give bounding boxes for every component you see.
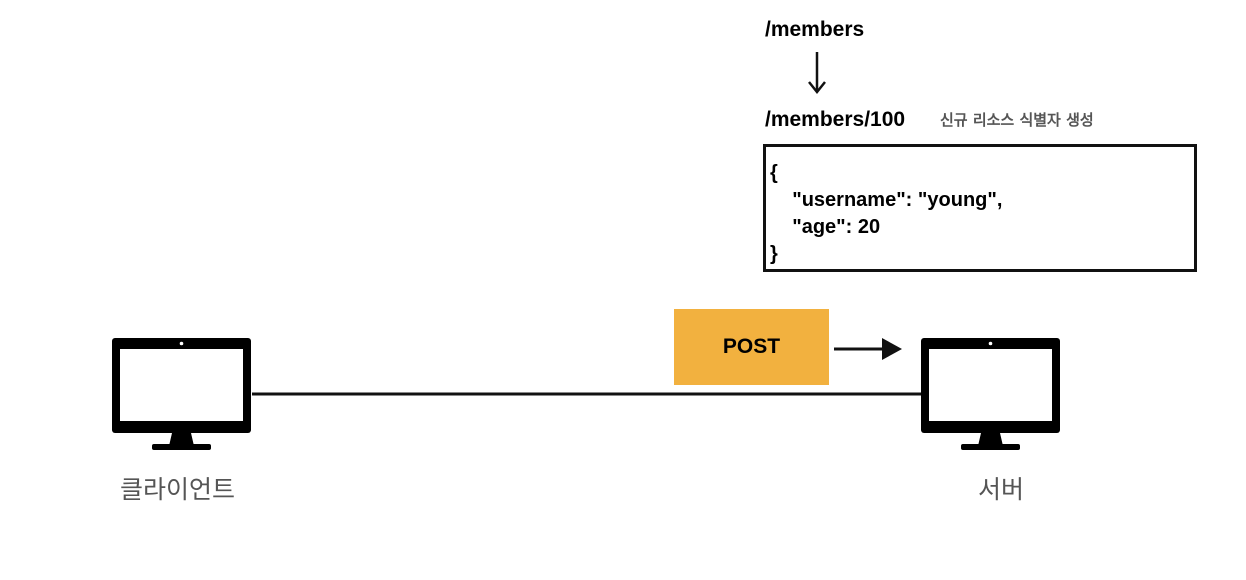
monitor-icon xyxy=(112,338,251,450)
request-body-box: { "username": "young", "age": 20 } xyxy=(763,144,1197,272)
body-line: "age": 20 xyxy=(770,216,881,238)
arrow-down-icon xyxy=(808,52,826,95)
created-note: 신규 리소스 식별자 생성 xyxy=(940,111,1094,129)
body-line: } xyxy=(770,243,778,265)
body-line: { xyxy=(770,162,778,184)
created-path: /members/100 xyxy=(765,108,906,131)
method-box: POST xyxy=(674,309,829,385)
collection-path: /members xyxy=(765,18,865,41)
monitor-icon xyxy=(921,338,1060,450)
body-line: "username": "young", xyxy=(770,189,1003,211)
client-label: 클라이언트 xyxy=(120,475,236,504)
method-label: POST xyxy=(722,335,781,358)
server-label: 서버 xyxy=(978,475,1025,504)
arrow-right-icon xyxy=(834,338,902,360)
